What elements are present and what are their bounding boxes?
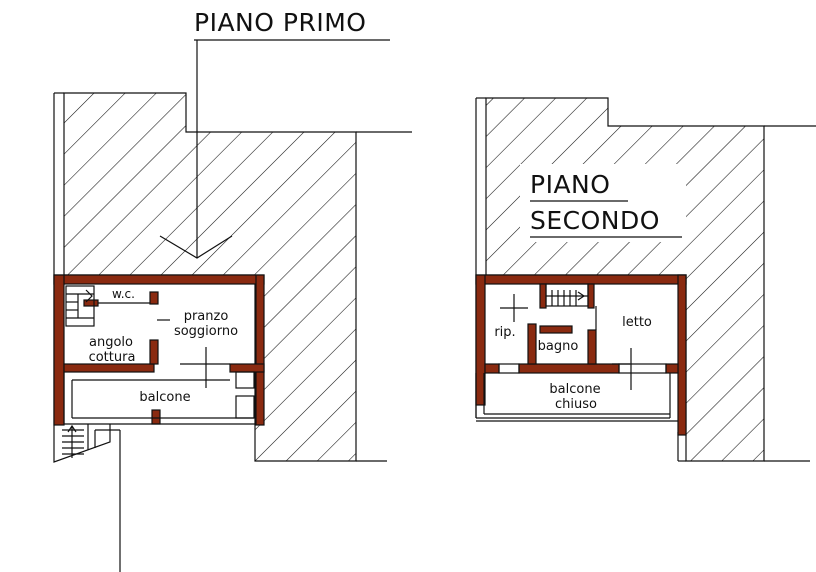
wall-bottom-mid-2 [518,363,620,374]
wall-left-2 [475,274,486,406]
room-angolo: angolo [89,335,133,350]
wall-stair-left-2 [539,283,547,309]
stair-external [53,424,121,572]
piano-secondo-title-2: SECONDO [530,206,660,235]
piano-secondo-plan: PIANO SECONDO [475,97,816,462]
wall-wc [83,299,99,307]
wall-bottom-right-2 [665,363,679,374]
room-cottura: cottura [89,350,136,365]
room-balcone-secondo: balcone [549,382,600,397]
wall-kitchen-divider [149,339,159,365]
room-wc: w.c. [112,287,135,301]
wall-middle-left [63,363,155,373]
stair-upper [65,285,95,327]
room-soggiorno: soggiorno [174,324,238,339]
wall-middle-right [229,363,265,373]
wall-bottom-left-2 [484,363,500,374]
title-block-bg [520,164,686,242]
wall-top [53,274,265,285]
stair-secondo [545,283,589,307]
wall-left [53,274,65,426]
wall-stair-right-2 [587,283,595,309]
wall-top-2 [475,274,687,285]
wall-rip-2 [527,323,537,365]
room-pranzo: pranzo [184,309,229,324]
room-letto: letto [622,315,652,330]
piano-secondo-title-1: PIANO [530,170,610,199]
wall-right-2 [677,274,687,436]
piano-primo-title: PIANO PRIMO [194,8,366,37]
room-rip: rip. [494,325,515,340]
wall-right [255,274,265,426]
room-balcone-primo: balcone [139,390,190,405]
pillar-balcone [151,409,161,425]
piano-primo-plan: PIANO PRIMO [53,8,412,572]
room-chiuso: chiuso [555,397,597,412]
wall-bagno-right-2 [587,329,597,365]
room-bagno: bagno [538,339,579,354]
wall-bagno-top-2 [539,325,573,334]
wall-wc-right [149,291,159,305]
